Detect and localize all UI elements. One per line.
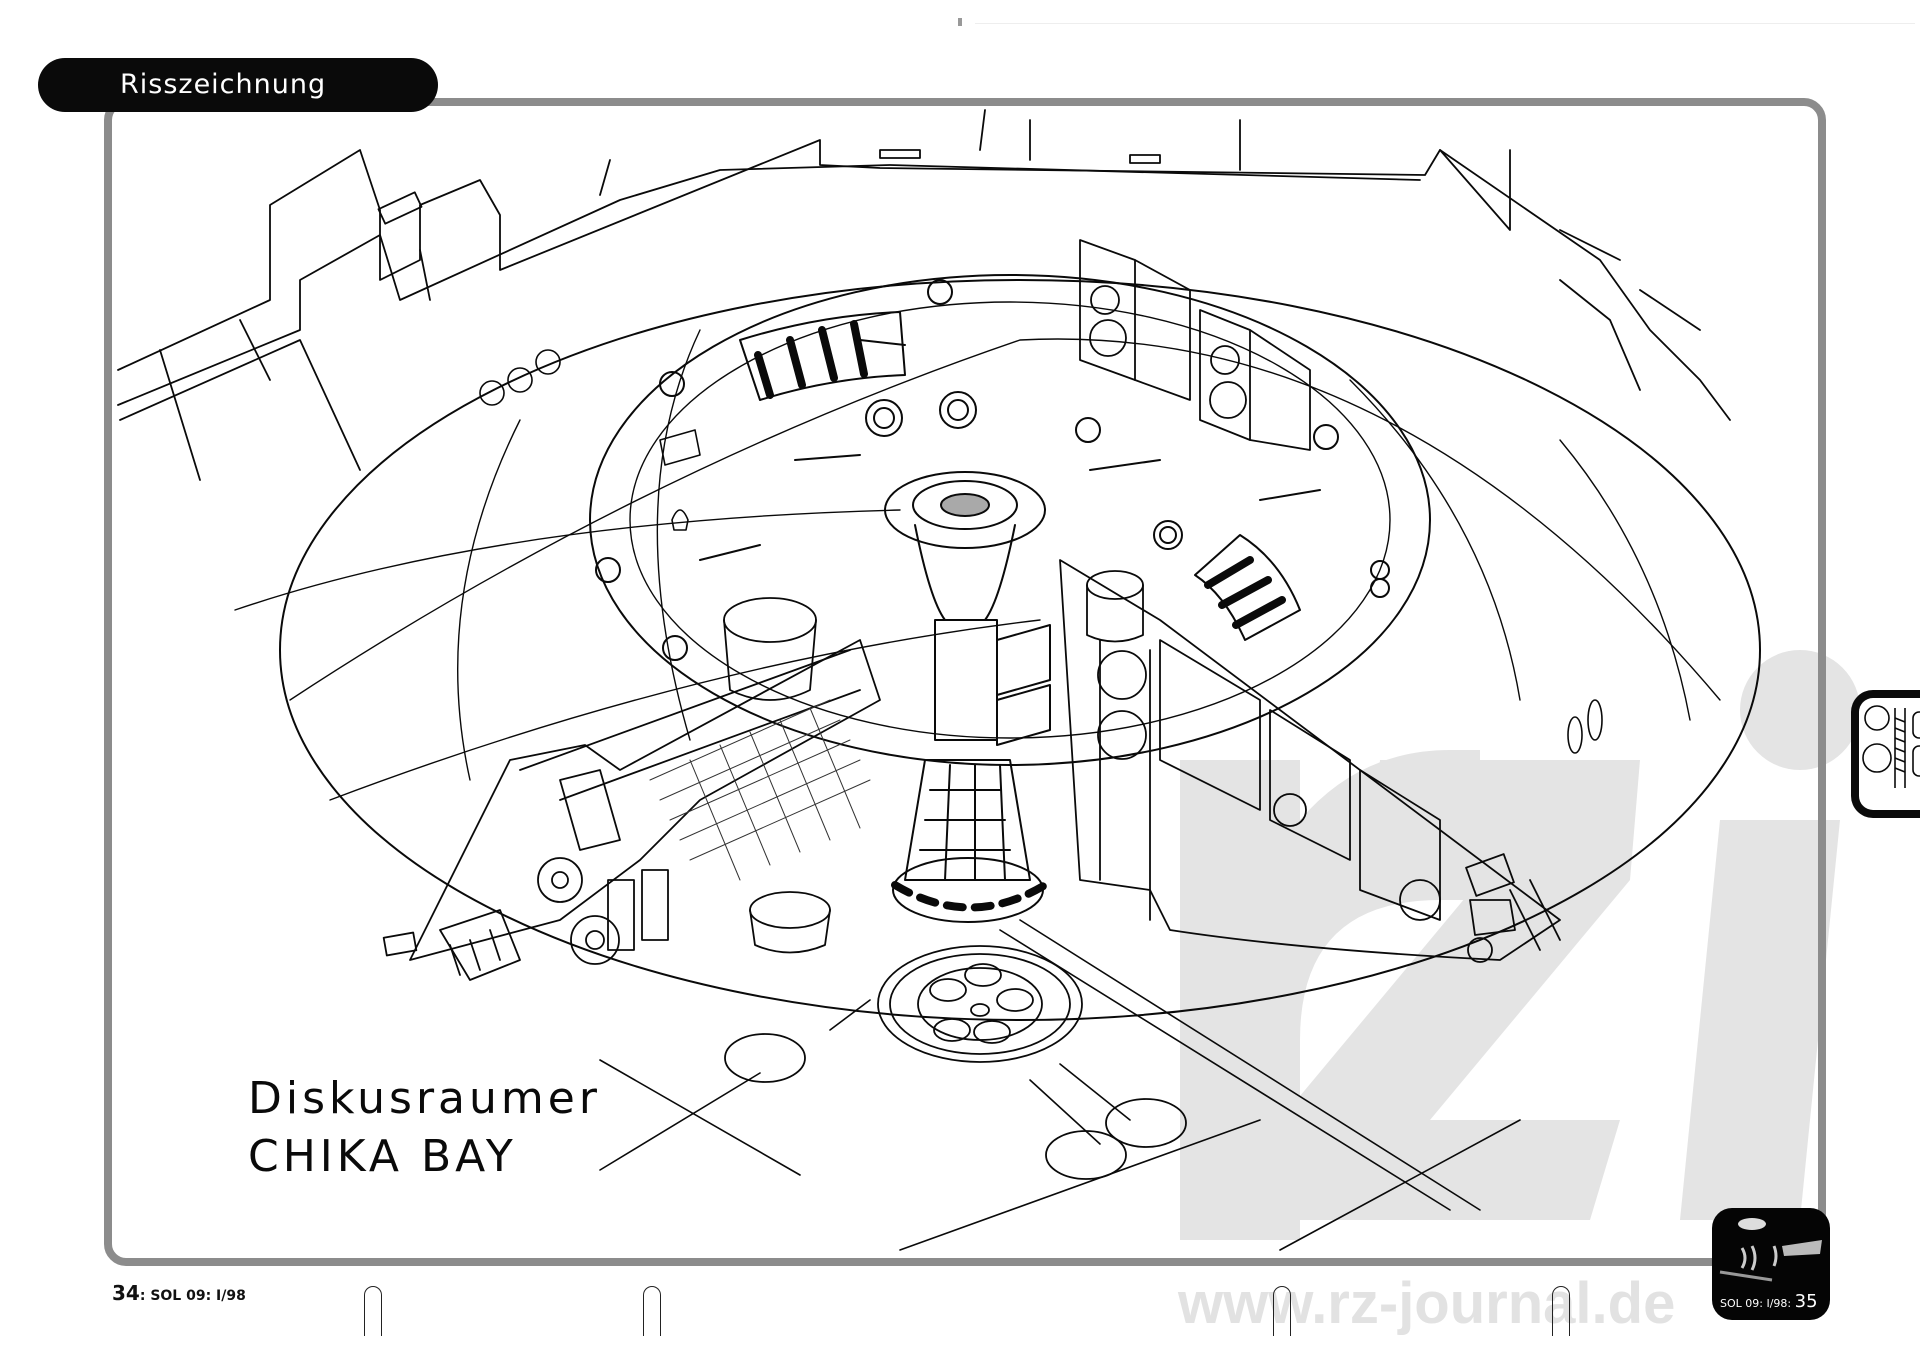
hazard-hatch-top: [739, 311, 906, 401]
binder-hole: [1273, 1286, 1291, 1336]
thumb-detail-icon: [1862, 705, 1920, 788]
page-number-right: 35: [1794, 1291, 1818, 1312]
thumbnail-photo-icon: [1719, 1218, 1822, 1282]
title-line-class: Diskusraumer: [248, 1073, 601, 1124]
hazard-hatch-right: [1194, 534, 1301, 641]
landing-pads: [599, 919, 1521, 1251]
antenna-pods: [479, 349, 1603, 754]
hangar-wall: [117, 109, 1731, 481]
upper-deck: [589, 274, 1431, 766]
right-compartment: [1059, 559, 1561, 963]
section-tab: Risszeichnung: [38, 58, 438, 112]
page-frame: [104, 98, 1826, 1266]
panel-tower: [1079, 239, 1311, 451]
folio-right-text: SOL 09: I/98: 35: [1720, 1290, 1818, 1314]
issue-label-left: : SOL 09: I/98: [139, 1288, 246, 1304]
crop-mark: [958, 18, 962, 26]
cutaway-drawing: [117, 109, 1761, 1251]
title-line-name: CHIKA BAY: [248, 1131, 517, 1182]
section-label: Risszeichnung: [120, 69, 327, 100]
issue-label-right: SOL 09: I/98:: [1720, 1297, 1795, 1310]
watermark-url: www.rz-journal.de: [1178, 1271, 1676, 1336]
left-compartment: [382, 597, 881, 981]
disc-hull: [234, 279, 1761, 1021]
page-number-left: 34: [112, 1281, 140, 1305]
central-column: [884, 471, 1051, 923]
folio-right: SOL 09: I/98: 35: [1712, 1208, 1830, 1320]
binder-hole: [1552, 1286, 1570, 1336]
crop-rule: [975, 23, 1915, 24]
deck-grating: [649, 699, 871, 881]
drawing-title: Diskusraumer CHIKA BAY: [248, 1070, 601, 1186]
binder-hole: [364, 1286, 382, 1336]
binder-hole: [643, 1286, 661, 1336]
folio-left: 34: SOL 09: I/98: [112, 1280, 246, 1306]
side-thumb-tab[interactable]: [1851, 690, 1920, 818]
